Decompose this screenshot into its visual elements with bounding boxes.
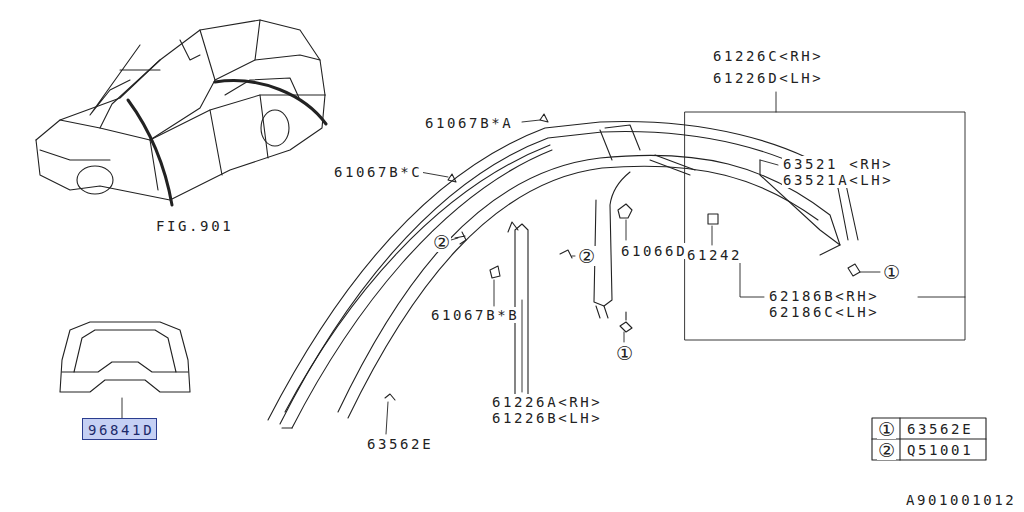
- diagram-code: A901001012: [905, 492, 1017, 508]
- part-number: 61067B*B: [430, 307, 520, 323]
- headliner-sketch: [60, 322, 190, 392]
- part-number: 63521 <RH>: [782, 156, 894, 172]
- callout-number: ②: [577, 246, 596, 266]
- legend-callout: ②: [877, 440, 896, 460]
- part-number: 61226D<LH>: [712, 70, 824, 86]
- legend-callout: ①: [877, 419, 896, 439]
- part-number: 96841D: [88, 422, 153, 438]
- callout-number: ①: [615, 343, 634, 363]
- part-number: 62186B<RH>: [768, 288, 880, 304]
- part-number: 61226C<RH>: [712, 48, 824, 64]
- part-number: 63562E: [366, 436, 434, 452]
- trim-strips: [268, 114, 860, 428]
- part-number: 61242: [686, 247, 743, 263]
- figure-ref: FIG.901: [155, 218, 234, 234]
- part-number: 61066D: [620, 243, 688, 259]
- part-number: 61226B<LH>: [491, 410, 603, 426]
- legend-table: [872, 418, 986, 460]
- part-number: 63521A<LH>: [782, 172, 894, 188]
- part-number: 61226A<RH>: [491, 394, 603, 410]
- callout-number: ②: [432, 232, 451, 252]
- car-sketch: [36, 20, 326, 205]
- callout-number: ①: [882, 262, 901, 282]
- part-number: 61067B*A: [424, 115, 514, 131]
- legend-cell: 63562E: [906, 421, 974, 437]
- part-number: 62186C<LH>: [768, 304, 880, 320]
- legend-cell: Q51001: [906, 442, 974, 458]
- part-number: 61067B*C: [333, 164, 423, 180]
- leader-lines: [122, 92, 965, 434]
- part-highlight-box: 96841D: [82, 418, 157, 440]
